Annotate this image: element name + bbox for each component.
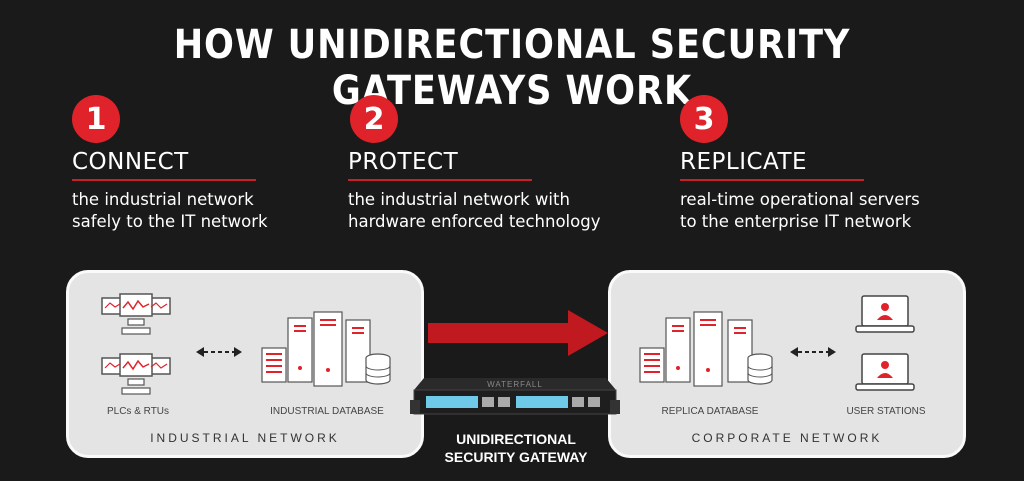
page-title: HOW UNIDIRECTIONAL SECURITY GATEWAYS WOR… [173, 22, 851, 114]
bidirectional-arrow-icon [790, 347, 836, 357]
gateway-label: UNIDIRECTIONAL SECURITY GATEWAY [426, 430, 606, 466]
gateway-appliance-icon: WATERFALL [410, 378, 620, 415]
step-number-badge: 1 [72, 95, 120, 143]
industrial-database-icon [261, 311, 391, 387]
gateway-brand-text: WATERFALL [487, 380, 543, 389]
industrial-network-caption: INDUSTRIAL NETWORK [150, 431, 340, 445]
step-description-line: hardware enforced technology [348, 212, 601, 231]
step-description-line: to the enterprise IT network [680, 212, 912, 231]
step-description: the industrial network with hardware enf… [348, 189, 648, 233]
step-description-line: safely to the IT network [72, 212, 268, 231]
step-description-line: real-time operational servers [680, 190, 920, 209]
corporate-network-caption: CORPORATE NETWORK [691, 431, 883, 445]
step-description-line: the industrial network [72, 190, 254, 209]
step-description: real-time operational servers to the ent… [680, 189, 980, 233]
step-heading: PROTECT [348, 149, 459, 175]
gateway-label-line: SECURITY GATEWAY [444, 449, 588, 465]
industrial-database-label: INDUSTRIAL DATABASE [270, 406, 384, 417]
step-description: the industrial network safely to the IT … [72, 189, 372, 233]
step-number-badge: 2 [350, 95, 398, 143]
step-number-badge: 3 [680, 95, 728, 143]
step-heading: REPLICATE [680, 149, 808, 175]
gateway-label-line: UNIDIRECTIONAL [456, 431, 576, 447]
rtu-monitors-icon [101, 353, 171, 395]
plc-monitors-icon [101, 293, 171, 335]
replica-database-icon [639, 311, 773, 387]
step-connect: 1 CONNECT the industrial network safely … [72, 95, 372, 233]
step-protect: 2 PROTECT the industrial network with ha… [348, 95, 648, 233]
user-stations-label: USER STATIONS [846, 406, 926, 417]
data-flow-arrow-icon [428, 310, 608, 356]
replica-database-label: REPLICA DATABASE [661, 406, 759, 417]
step-divider [72, 179, 256, 181]
user-stations-icon [855, 295, 915, 391]
bidirectional-arrow-icon [196, 347, 242, 357]
step-divider [680, 179, 864, 181]
step-heading: CONNECT [72, 149, 189, 175]
step-description-line: the industrial network with [348, 190, 570, 209]
plcs-label: PLCs & RTUs [106, 406, 170, 417]
step-divider [348, 179, 532, 181]
step-replicate: 3 REPLICATE real-time operational server… [680, 95, 980, 233]
